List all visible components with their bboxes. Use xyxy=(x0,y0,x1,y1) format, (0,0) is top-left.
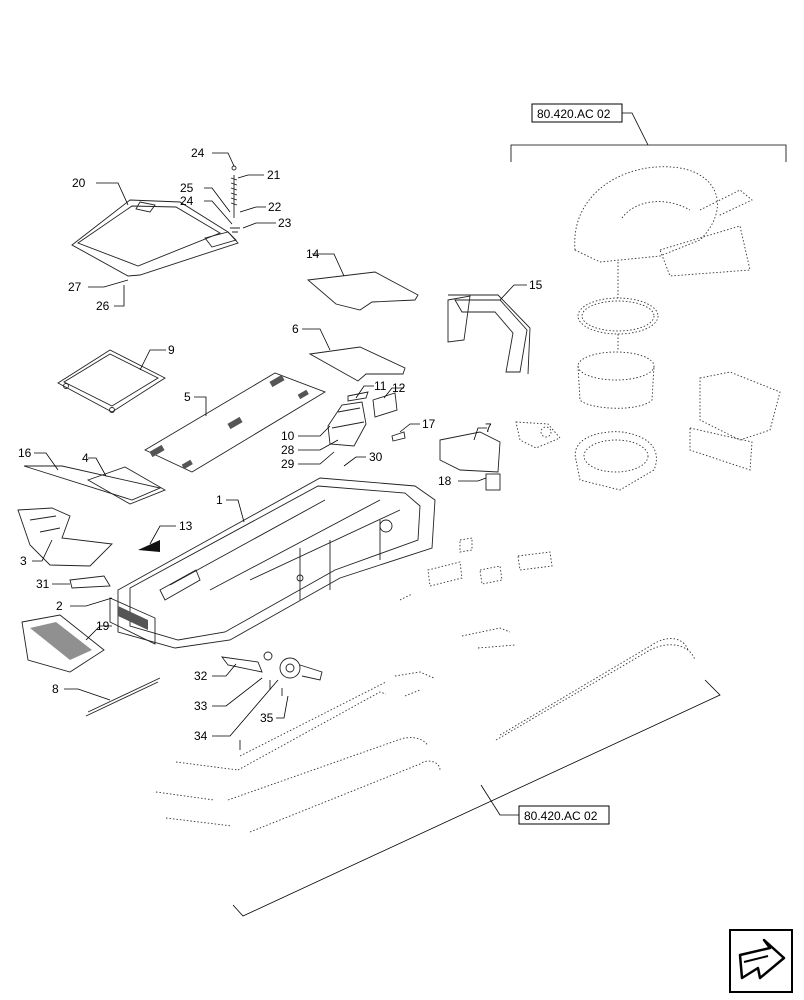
callout-27[interactable]: 27 xyxy=(68,280,82,294)
part-28-detail xyxy=(331,407,365,429)
callout-24[interactable]: 24 xyxy=(180,194,194,208)
part-6-cover-plate xyxy=(308,346,406,382)
callout-15[interactable]: 15 xyxy=(529,278,543,292)
part-31-strip xyxy=(69,575,111,589)
callout-13[interactable]: 13 xyxy=(179,519,193,533)
callout-18[interactable]: 18 xyxy=(438,474,452,488)
part-15-guard xyxy=(447,294,531,375)
callout-14[interactable]: 14 xyxy=(306,247,320,261)
callout-8[interactable]: 8 xyxy=(52,682,59,696)
callout-4[interactable]: 4 xyxy=(82,451,89,465)
callout-23[interactable]: 23 xyxy=(278,216,292,230)
callout-11[interactable]: 11 xyxy=(374,379,387,393)
callout-6[interactable]: 6 xyxy=(292,322,299,336)
callout-22[interactable]: 22 xyxy=(268,200,282,214)
callout-7[interactable]: 7 xyxy=(485,421,492,435)
callout-24[interactable]: 24 xyxy=(191,146,205,160)
callout-34[interactable]: 34 xyxy=(194,729,208,743)
part-5-floor-plate xyxy=(144,372,327,473)
part-19-roller xyxy=(21,614,105,673)
callout-25[interactable]: 25 xyxy=(180,181,194,195)
part-2-grille xyxy=(109,597,156,645)
svg-text:80.420.AC 02: 80.420.AC 02 xyxy=(537,107,611,121)
part-11-strip xyxy=(347,391,369,402)
callout-2[interactable]: 2 xyxy=(56,599,63,613)
part-18-plate xyxy=(485,473,501,491)
part-3-divider xyxy=(17,507,113,567)
callout-35[interactable]: 35 xyxy=(260,711,274,725)
callout-9[interactable]: 9 xyxy=(168,343,175,357)
part-17-clip xyxy=(391,431,406,442)
callout-30[interactable]: 30 xyxy=(369,450,383,464)
callout-labels: 20 24 21 25 24 22 23 27 26 14 6 9 5 15 1… xyxy=(18,146,543,743)
part-20-deck-plate xyxy=(71,199,239,277)
callout-26[interactable]: 26 xyxy=(96,299,110,313)
svg-text:80.420.AC 02: 80.420.AC 02 xyxy=(524,809,598,823)
part-21-spring xyxy=(230,165,238,218)
part-14-cover-plate xyxy=(306,271,419,311)
callout-16[interactable]: 16 xyxy=(18,446,32,460)
callout-3[interactable]: 3 xyxy=(20,554,27,568)
callout-29[interactable]: 29 xyxy=(281,457,295,471)
reference-box-top[interactable]: 80.420.AC 02 xyxy=(531,103,623,123)
callout-12[interactable]: 12 xyxy=(392,381,406,395)
chain-assemblies-dotted xyxy=(155,627,696,833)
part-4-plate xyxy=(86,466,167,505)
part-13-decal xyxy=(138,540,160,552)
leader-lines xyxy=(32,152,527,737)
callout-31[interactable]: 31 xyxy=(36,577,50,591)
part-9-panel xyxy=(57,349,166,413)
callout-17[interactable]: 17 xyxy=(422,417,436,431)
hopper-assembly-dotted xyxy=(515,166,781,491)
callout-28[interactable]: 28 xyxy=(281,443,295,457)
callout-20[interactable]: 20 xyxy=(72,176,86,190)
next-page-arrow-icon[interactable] xyxy=(729,929,793,993)
part-8-bar xyxy=(85,677,161,717)
callout-21[interactable]: 21 xyxy=(267,168,281,182)
callout-10[interactable]: 10 xyxy=(281,429,295,443)
part-12-bracket xyxy=(372,392,398,418)
part-22-washer xyxy=(230,227,240,233)
callout-32[interactable]: 32 xyxy=(194,669,208,683)
callout-5[interactable]: 5 xyxy=(184,390,191,404)
reference-box-bottom[interactable]: 80.420.AC 02 xyxy=(518,805,610,825)
callout-19[interactable]: 19 xyxy=(96,619,110,633)
part-10-cover xyxy=(327,401,367,447)
callout-33[interactable]: 33 xyxy=(194,699,208,713)
part-1-main-frame xyxy=(117,477,436,649)
hardware-dotted xyxy=(399,537,553,601)
part-7-bracket xyxy=(439,431,501,473)
callout-1[interactable]: 1 xyxy=(216,493,223,507)
part-16-shield xyxy=(23,465,162,501)
part-32-bracket-assembly xyxy=(220,651,323,750)
